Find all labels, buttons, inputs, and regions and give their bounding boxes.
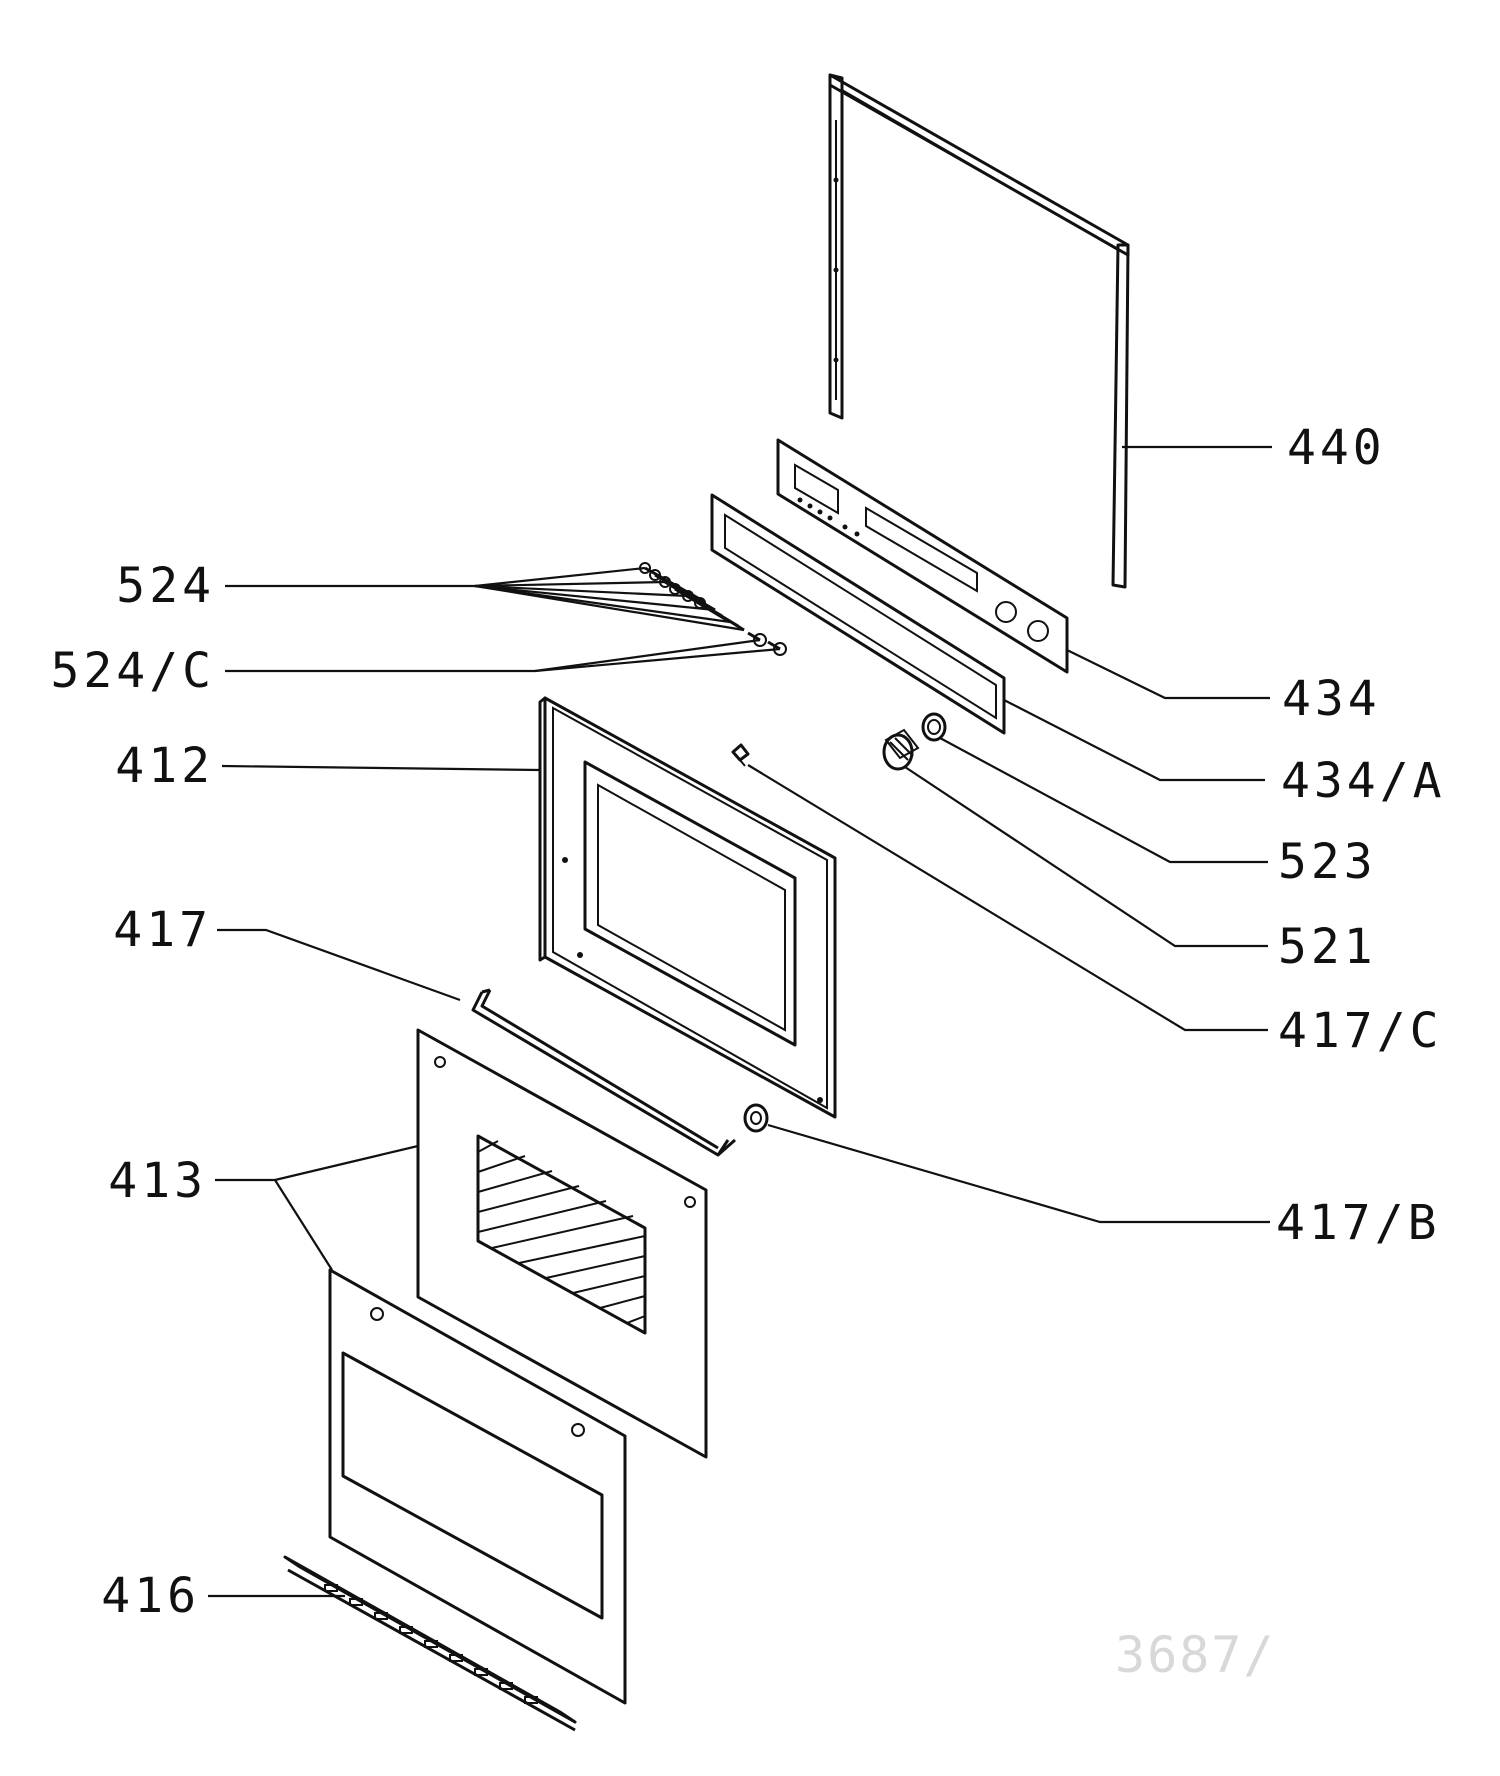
label-524: 524 — [116, 558, 215, 614]
leader-524c — [225, 638, 761, 673]
label-524c: 524/C — [51, 643, 216, 699]
leader-524-fan-4 — [474, 584, 716, 612]
leader-413 — [215, 1144, 419, 1182]
part-413-glass-panel-middle — [416, 1028, 708, 1459]
leader-434a — [1003, 699, 1265, 782]
part-523-ring — [921, 712, 947, 742]
label-413: 413 — [108, 1153, 207, 1209]
label-417b: 417/B — [1276, 1195, 1441, 1251]
leader-413-b — [274, 1179, 333, 1271]
part-416-trim-strip — [283, 1555, 577, 1732]
label-417: 417 — [113, 902, 212, 958]
leader-524-fan-2 — [474, 580, 666, 588]
label-521: 521 — [1278, 919, 1377, 975]
part-521-knob — [882, 728, 920, 771]
part-524-knob-stems — [639, 562, 745, 632]
part-417c-screw — [731, 743, 750, 767]
part-434a-panel-backing — [710, 493, 1006, 735]
leader-524c-2 — [534, 647, 781, 673]
part-417-handle — [471, 988, 736, 1157]
label-440: 440 — [1287, 420, 1386, 476]
leader-lines — [208, 445, 1272, 1598]
leader-524-fan-3 — [474, 584, 689, 598]
leader-524-fan-1 — [474, 566, 646, 588]
part-412-inner-door — [538, 696, 837, 1119]
part-434-control-panel — [776, 438, 1069, 674]
part-417b-bushing — [743, 1103, 769, 1133]
leader-434 — [1066, 649, 1270, 700]
leader-412 — [221, 764, 541, 772]
label-412: 412 — [115, 738, 214, 794]
label-417c: 417/C — [1278, 1003, 1443, 1059]
label-523: 523 — [1278, 834, 1377, 890]
label-434a: 434/A — [1281, 753, 1446, 809]
leader-417 — [217, 928, 461, 1002]
leader-524-fan-6 — [474, 584, 745, 632]
label-416: 416 — [101, 1568, 200, 1624]
leader-417c — [747, 764, 1268, 1032]
leader-523 — [939, 737, 1268, 864]
leader-417b — [767, 1123, 1270, 1224]
label-434: 434 — [1282, 671, 1381, 727]
part-440-frame — [828, 73, 1130, 589]
drawing-code: 3687/ — [1115, 1626, 1276, 1684]
leader-521 — [904, 766, 1268, 948]
part-413-glass-panel-outer — [328, 1268, 627, 1705]
